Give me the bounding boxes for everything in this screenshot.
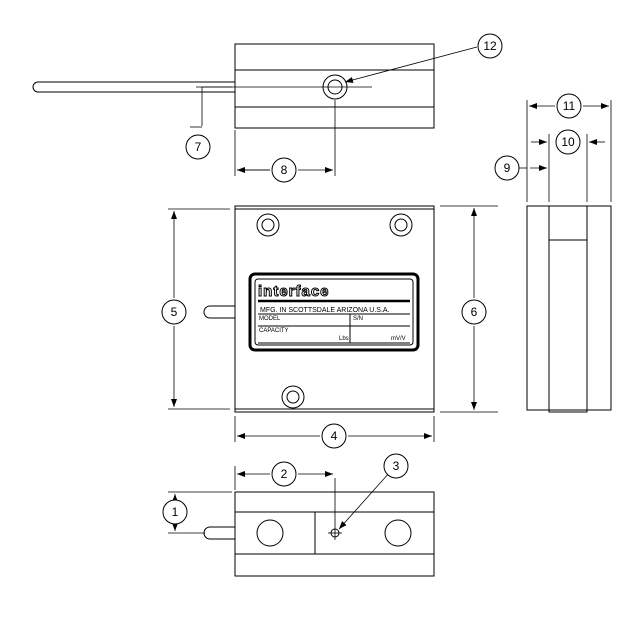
callout-1-label: 1 xyxy=(172,505,179,519)
callout-1: 1 xyxy=(162,499,188,525)
dimension-7 xyxy=(190,86,232,128)
nameplate-model-label: MODEL xyxy=(259,316,281,322)
dimension-1 xyxy=(168,491,232,534)
callout-2-label: 2 xyxy=(281,467,288,481)
nameplate-brand: interface xyxy=(258,283,330,300)
callout-10: 10 xyxy=(555,129,581,155)
callout-4: 4 xyxy=(321,423,347,449)
side-view xyxy=(526,205,612,413)
dimension-5 xyxy=(168,208,230,410)
callout-3: 3 xyxy=(383,453,409,479)
callout-7-label: 7 xyxy=(195,140,202,154)
nameplate-mfg-line: MFG. IN SCOTTSDALE ARIZONA U.S.A. xyxy=(260,307,390,314)
callout-6: 6 xyxy=(461,299,487,325)
front-view xyxy=(203,205,435,413)
nameplate-unit-mvv: mV/V xyxy=(391,336,406,342)
mounting-hole-bottom xyxy=(281,385,305,409)
callout-7: 7 xyxy=(185,134,211,160)
mounting-hole-top-right xyxy=(389,213,413,237)
bottom-view-cable xyxy=(203,526,235,540)
callout-2: 2 xyxy=(271,461,297,487)
dimension-8 xyxy=(234,100,336,176)
bottom-hole-left xyxy=(256,519,284,547)
dimension-6 xyxy=(440,205,498,413)
callout-12-leader xyxy=(344,46,478,83)
mounting-hole-top-left xyxy=(256,213,280,237)
callout-5: 5 xyxy=(161,299,187,325)
callout-10-label: 10 xyxy=(561,135,575,149)
callout-8: 8 xyxy=(271,157,297,183)
dimension-4 xyxy=(234,416,435,442)
callout-11: 11 xyxy=(556,93,582,119)
nameplate: interface MFG. IN SCOTTSDALE ARIZONA U.S… xyxy=(248,272,420,352)
nameplate-capacity-label: CAPACITY xyxy=(259,328,289,334)
callout-3-label: 3 xyxy=(393,459,400,473)
nameplate-serial-label: S/N xyxy=(353,316,363,322)
nameplate-unit-lbs: Lbs xyxy=(339,336,349,342)
top-view xyxy=(32,43,435,129)
bottom-hole-right xyxy=(384,519,412,547)
callout-12-label: 12 xyxy=(483,39,497,53)
callout-6-label: 6 xyxy=(471,305,478,319)
bottom-view xyxy=(203,478,435,577)
top-view-body xyxy=(234,43,435,129)
callout-9-label: 9 xyxy=(504,161,511,175)
callout-12: 12 xyxy=(477,33,503,59)
callout-4-label: 4 xyxy=(331,429,338,443)
side-view-body xyxy=(526,205,612,411)
top-view-cable xyxy=(32,81,235,93)
callout-8-label: 8 xyxy=(281,163,288,177)
front-view-body xyxy=(234,205,435,413)
callout-9: 9 xyxy=(494,155,520,181)
dimension-11 xyxy=(526,100,612,202)
bottom-view-body xyxy=(234,491,435,577)
dimension-2 xyxy=(234,466,333,490)
callout-5-label: 5 xyxy=(171,305,178,319)
dimension-10 xyxy=(531,134,605,202)
callout-11-label: 11 xyxy=(563,99,576,113)
front-view-cable xyxy=(203,305,235,319)
callout-3-leader xyxy=(338,471,391,530)
